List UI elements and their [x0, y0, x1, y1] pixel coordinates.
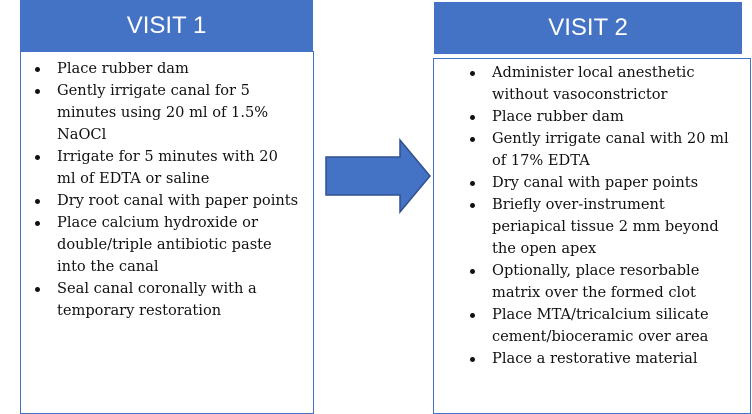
list-item: Optionally, place resorbable matrix over…	[470, 260, 740, 304]
list-item: Gently irrigate canal for 5 minutes usin…	[35, 80, 299, 146]
list-item: Place a restorative material	[470, 348, 740, 370]
visit2-steps-list: Administer local anesthetic without vaso…	[434, 62, 740, 370]
list-item: Administer local anesthetic without vaso…	[470, 62, 740, 106]
visit2-title: VISIT 2	[548, 14, 628, 41]
list-item: Place MTA/tricalcium silicate cement/bio…	[470, 304, 740, 348]
visit1-steps-box: Place rubber dam Gently irrigate canal f…	[20, 51, 314, 414]
visit2-steps-box: Administer local anesthetic without vaso…	[433, 58, 751, 414]
list-item: Gently irrigate canal with 20 ml of 17% …	[470, 128, 740, 172]
visit1-header: VISIT 1	[20, 0, 313, 52]
list-item: Irrigate for 5 minutes with 20 ml of EDT…	[35, 146, 299, 190]
visit1-title: VISIT 1	[126, 12, 207, 39]
list-item: Place rubber dam	[35, 58, 299, 80]
visit1-steps-list: Place rubber dam Gently irrigate canal f…	[21, 58, 299, 322]
visit2-header: VISIT 2	[434, 2, 742, 54]
list-item: Place calcium hydroxide or double/triple…	[35, 212, 299, 278]
list-item: Seal canal coronally with a temporary re…	[35, 278, 299, 322]
arrow-right-icon	[325, 138, 431, 214]
list-item: Dry canal with paper points	[470, 172, 740, 194]
list-item: Place rubber dam	[470, 106, 740, 128]
list-item: Dry root canal with paper points	[35, 190, 299, 212]
list-item: Briefly over-instrument periapical tissu…	[470, 194, 740, 260]
